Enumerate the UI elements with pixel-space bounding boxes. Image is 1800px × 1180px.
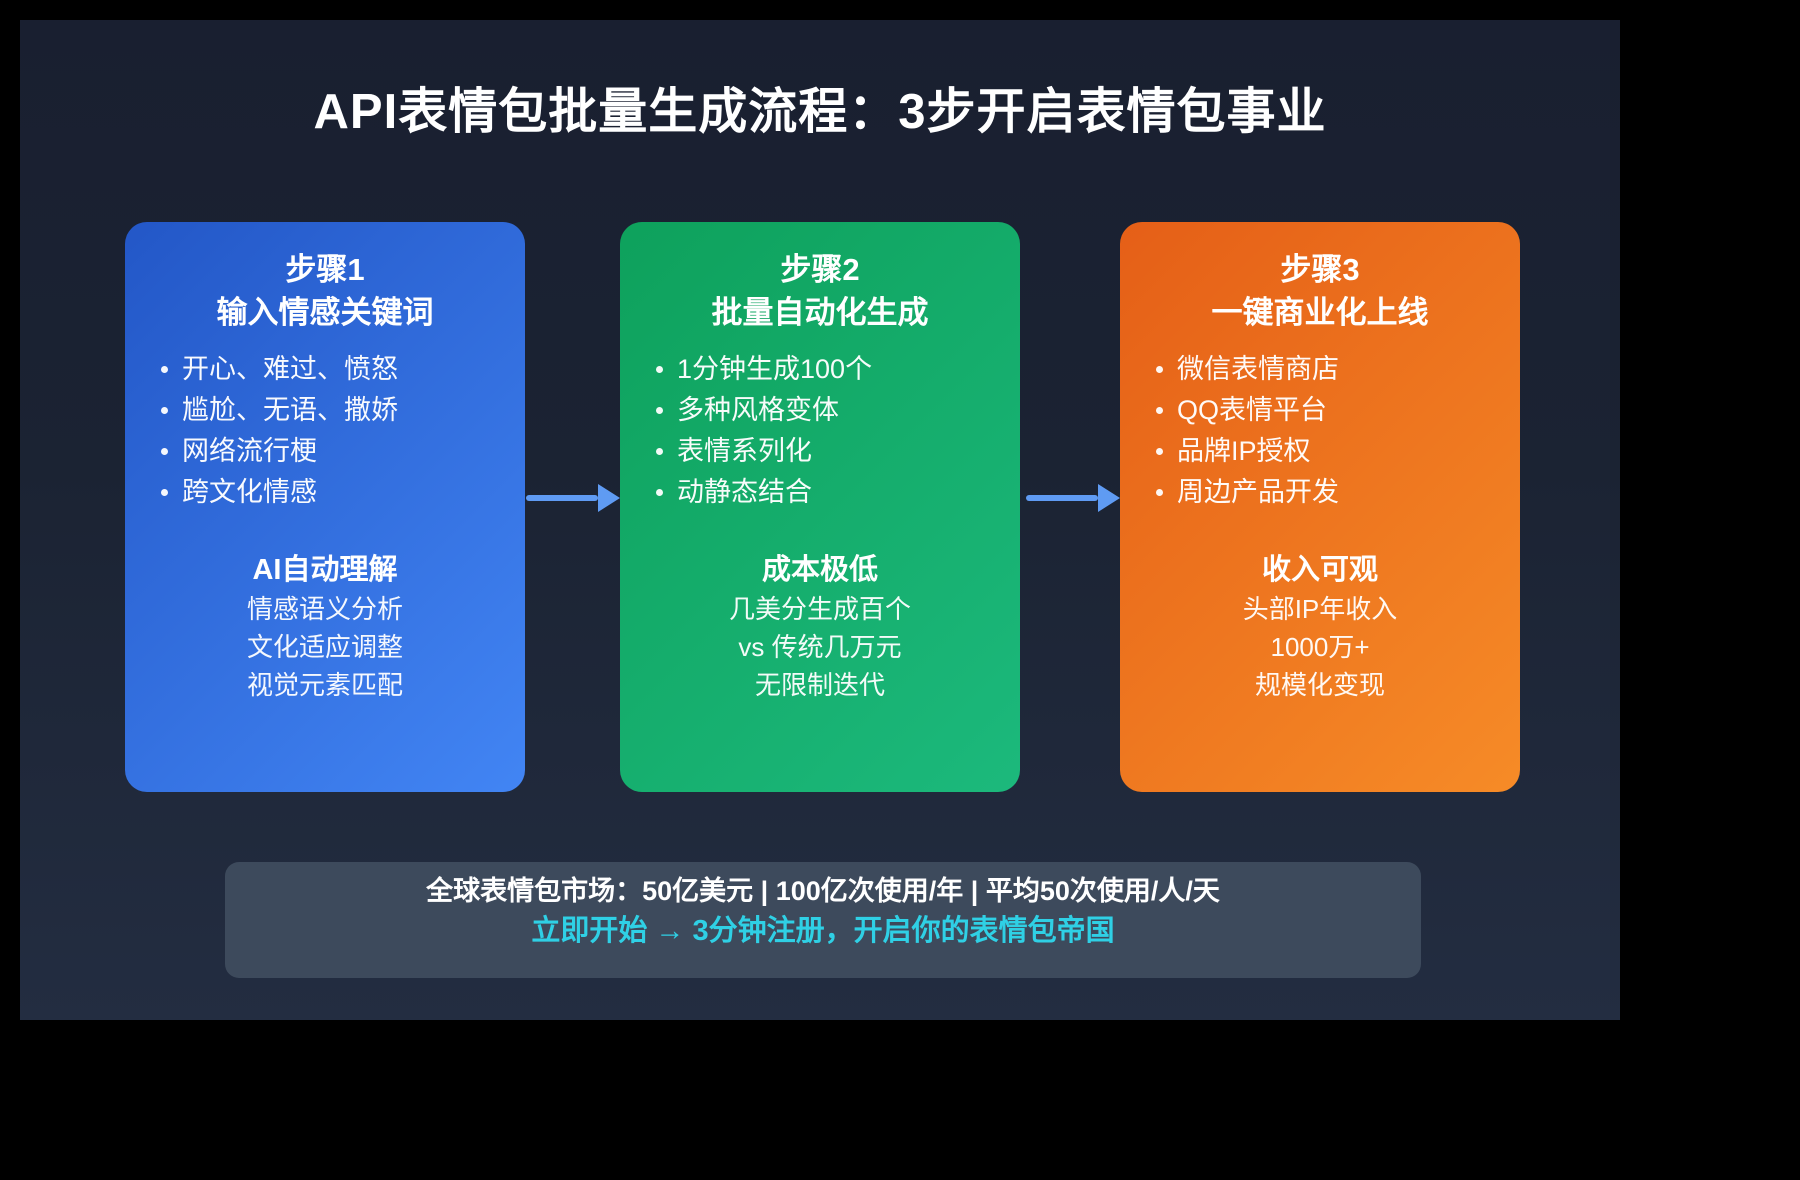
page-title: API表情包批量生成流程：3步开启表情包事业: [313, 85, 1327, 139]
step-3-highlight-section: 收入可观 头部IP年收入 1000万+ 规模化变现: [1120, 550, 1520, 704]
bullet-text: 尴尬、无语、撒娇: [182, 395, 398, 425]
step-1-label: 步骤1: [285, 252, 365, 287]
bullet-dot-icon: [161, 366, 168, 373]
arrow-line: [526, 495, 598, 501]
bullet-dot-icon: [656, 407, 663, 414]
bullet-text: 网络流行梗: [182, 436, 317, 466]
bullet-dot-icon: [656, 489, 663, 496]
section-title: 成本极低: [761, 554, 878, 586]
section-line: 视觉元素匹配: [246, 670, 403, 700]
list-item: 多种风格变体: [656, 390, 1020, 431]
list-item: 开心、难过、愤怒: [161, 349, 525, 390]
step-2-label: 步骤2: [780, 252, 860, 287]
section-line: vs 传统几万元: [738, 632, 902, 662]
section-line: 文化适应调整: [246, 632, 403, 662]
bullet-text: 跨文化情感: [182, 477, 317, 507]
bullet-dot-icon: [161, 489, 168, 496]
step-3-label: 步骤3: [1280, 252, 1360, 287]
section-line: 无限制迭代: [754, 670, 885, 700]
section-line: 头部IP年收入: [1242, 594, 1398, 624]
list-item: 网络流行梗: [161, 431, 525, 472]
flow-arrow-icon: [526, 483, 620, 513]
bullet-text: 微信表情商店: [1177, 354, 1339, 384]
bullet-dot-icon: [1156, 366, 1163, 373]
bullet-dot-icon: [161, 448, 168, 455]
step-1-header: 步骤1 输入情感关键词: [125, 248, 525, 334]
list-item: 跨文化情感: [161, 472, 525, 513]
bullet-dot-icon: [161, 407, 168, 414]
bullet-text: 动静态结合: [677, 477, 812, 507]
bullet-text: 开心、难过、愤怒: [182, 354, 398, 384]
bullet-text: QQ表情平台: [1177, 395, 1328, 425]
step-2-bullet-list: 1分钟生成100个 多种风格变体 表情系列化 动静态结合: [620, 349, 1020, 513]
step-2-subtitle: 批量自动化生成: [711, 295, 929, 330]
bullet-text: 品牌IP授权: [1177, 436, 1311, 466]
bullet-dot-icon: [1156, 407, 1163, 414]
bullet-text: 表情系列化: [677, 436, 812, 466]
list-item: 1分钟生成100个: [656, 349, 1020, 390]
step-2-header: 步骤2 批量自动化生成: [620, 248, 1020, 334]
section-line: 1000万+: [1270, 632, 1370, 662]
cta-text: 立即开始 → 3分钟注册，开启你的表情包帝国: [531, 915, 1115, 947]
flow-arrow-icon: [1026, 483, 1120, 513]
bullet-text: 周边产品开发: [1177, 477, 1339, 507]
bullet-dot-icon: [656, 448, 663, 455]
arrow-head: [1098, 484, 1120, 512]
step-3-bullet-list: 微信表情商店 QQ表情平台 品牌IP授权 周边产品开发: [1120, 349, 1520, 513]
bullet-dot-icon: [656, 366, 663, 373]
step-card-3: 步骤3 一键商业化上线 微信表情商店 QQ表情平台 品牌IP授权 周边产品开发 …: [1120, 222, 1520, 792]
section-line: 规模化变现: [1254, 670, 1385, 700]
bullet-dot-icon: [1156, 489, 1163, 496]
market-stats-text: 全球表情包市场：50亿美元 | 100亿次使用/年 | 平均50次使用/人/天: [426, 876, 1220, 906]
section-title: AI自动理解: [252, 554, 398, 586]
bullet-text: 1分钟生成100个: [677, 354, 873, 384]
step-2-highlight-section: 成本极低 几美分生成百个 vs 传统几万元 无限制迭代: [620, 550, 1020, 704]
list-item: 周边产品开发: [1156, 472, 1520, 513]
step-1-bullet-list: 开心、难过、愤怒 尴尬、无语、撒娇 网络流行梗 跨文化情感: [125, 349, 525, 513]
list-item: QQ表情平台: [1156, 390, 1520, 431]
list-item: 微信表情商店: [1156, 349, 1520, 390]
step-3-subtitle: 一键商业化上线: [1211, 295, 1429, 330]
footer-banner: 全球表情包市场：50亿美元 | 100亿次使用/年 | 平均50次使用/人/天 …: [225, 862, 1421, 978]
arrow-head: [598, 484, 620, 512]
step-card-1: 步骤1 输入情感关键词 开心、难过、愤怒 尴尬、无语、撒娇 网络流行梗 跨文化情…: [125, 222, 525, 792]
infographic-canvas: API表情包批量生成流程：3步开启表情包事业 步骤1 输入情感关键词 开心、难过…: [20, 20, 1620, 1020]
bullet-text: 多种风格变体: [677, 395, 839, 425]
step-card-2: 步骤2 批量自动化生成 1分钟生成100个 多种风格变体 表情系列化 动静态结合…: [620, 222, 1020, 792]
list-item: 表情系列化: [656, 431, 1020, 472]
step-3-header: 步骤3 一键商业化上线: [1120, 248, 1520, 334]
section-line: 几美分生成百个: [728, 594, 911, 624]
section-title: 收入可观: [1261, 554, 1378, 586]
list-item: 尴尬、无语、撒娇: [161, 390, 525, 431]
step-1-subtitle: 输入情感关键词: [216, 295, 434, 330]
list-item: 动静态结合: [656, 472, 1020, 513]
step-1-highlight-section: AI自动理解 情感语义分析 文化适应调整 视觉元素匹配: [125, 550, 525, 704]
list-item: 品牌IP授权: [1156, 431, 1520, 472]
arrow-line: [1026, 495, 1098, 501]
bullet-dot-icon: [1156, 448, 1163, 455]
section-line: 情感语义分析: [246, 594, 403, 624]
